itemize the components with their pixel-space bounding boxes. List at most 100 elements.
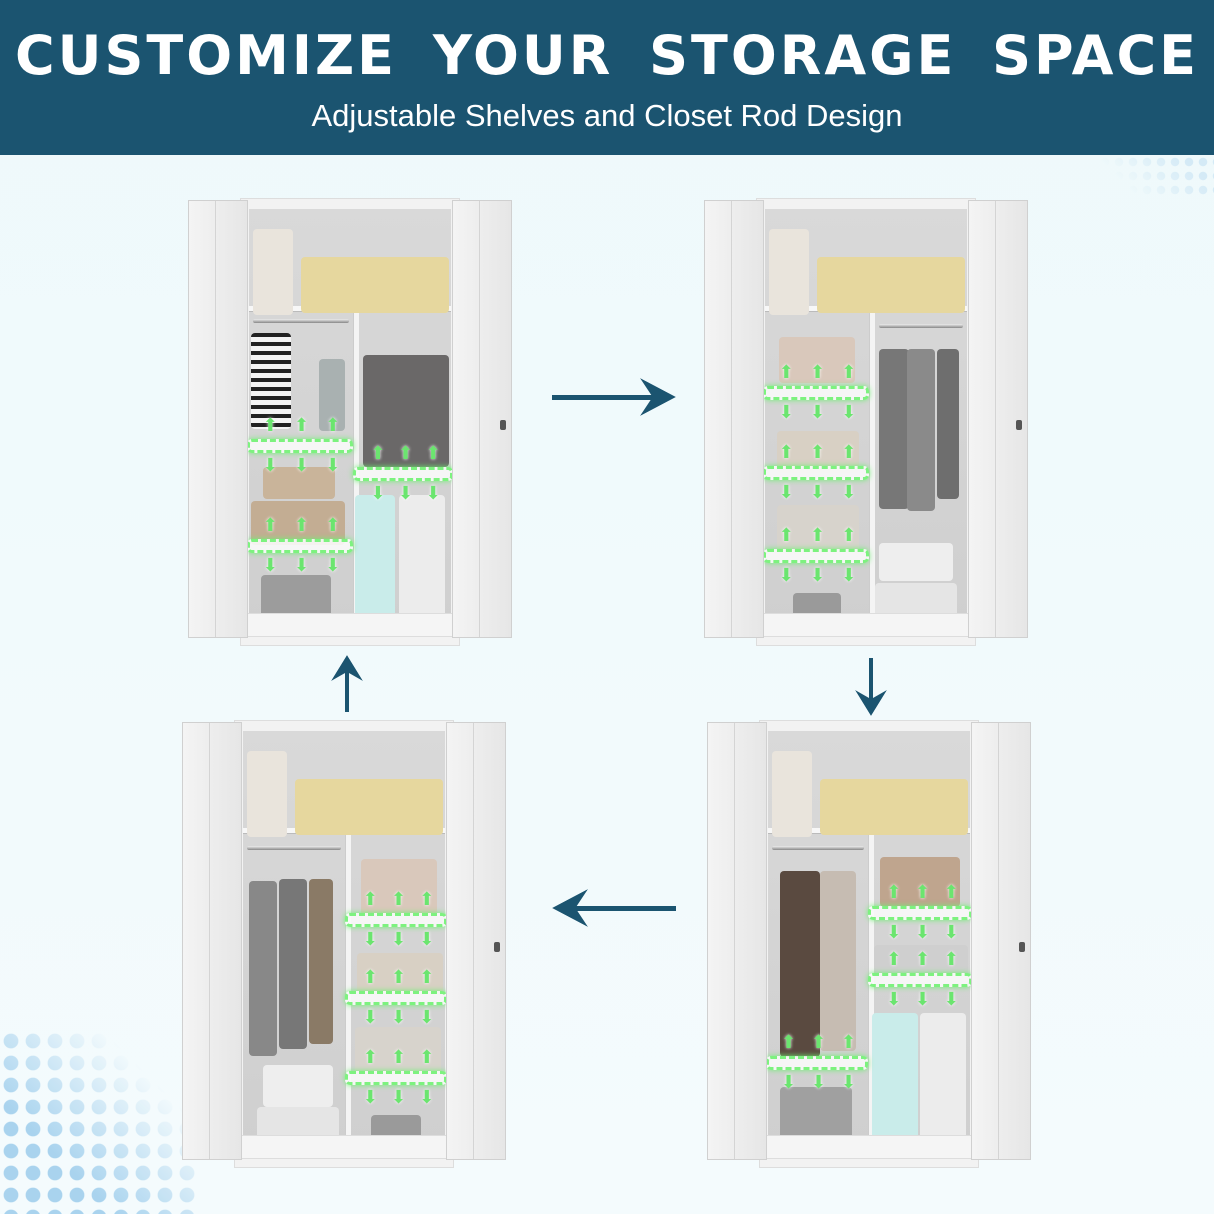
adjustable-shelf <box>766 1056 868 1070</box>
adjustable-shelf <box>353 467 453 481</box>
adjust-down-arrow-icon: ⬇ <box>841 482 857 503</box>
closet-rod <box>772 846 864 850</box>
adjust-down-arrow-icon: ⬇ <box>886 922 902 943</box>
cabinet-base <box>241 613 459 637</box>
adjust-down-arrow-icon: ⬇ <box>391 1087 407 1108</box>
adjust-up-arrow-icon: ⬆ <box>362 1047 378 1068</box>
adjust-up-arrow-icon: ⬆ <box>810 362 826 383</box>
adjust-up-arrow-icon: ⬆ <box>391 889 407 910</box>
adjust-down-arrow-icon: ⬇ <box>810 402 826 423</box>
cabinet-frame: ⬆⬆⬆⬇⬇⬇⬆⬆⬆⬇⬇⬇⬆⬆⬆⬇⬇⬇ <box>240 198 460 646</box>
adjustable-shelf <box>763 466 869 480</box>
suitcase-white-icon <box>920 1013 966 1151</box>
striped-towel-icon <box>251 333 291 429</box>
adjust-down-arrow-icon: ⬇ <box>325 555 341 576</box>
gift-box-icon <box>263 467 335 499</box>
adjust-up-arrow-icon: ⬆ <box>362 889 378 910</box>
adjust-up-arrow-icon: ⬆ <box>419 967 435 988</box>
folded-clothes-icon <box>779 337 855 383</box>
page-subtitle: Adjustable Shelves and Closet Rod Design <box>311 98 903 133</box>
laundry-basket-icon <box>363 355 449 467</box>
right-door <box>446 722 506 1160</box>
fabric-bin-icon <box>777 505 859 555</box>
bottle-icon <box>319 359 345 431</box>
adjust-down-arrow-icon: ⬇ <box>362 1087 378 1108</box>
adjust-down-arrow-icon: ⬇ <box>391 1007 407 1028</box>
adjustable-shelf <box>763 549 869 563</box>
plaid-shirt-icon <box>907 349 935 511</box>
closet-rod <box>247 846 341 850</box>
adjust-up-arrow-icon: ⬆ <box>915 882 931 903</box>
decorative-dots <box>1084 155 1214 195</box>
storage-box-icon <box>263 1065 333 1107</box>
handbag-icon <box>769 229 809 315</box>
adjustable-shelf <box>247 439 353 453</box>
cabinet-interior: ⬆⬆⬆⬇⬇⬇⬆⬆⬆⬇⬇⬇⬆⬆⬆⬇⬇⬇ <box>243 731 447 1153</box>
adjustable-shelf <box>763 386 869 400</box>
storage-box-icon <box>879 543 953 581</box>
adjustable-shelf <box>247 539 353 553</box>
adjust-up-arrow-icon: ⬆ <box>778 362 794 383</box>
right-door <box>971 722 1031 1160</box>
plaid-shirt-icon <box>309 879 333 1044</box>
beige-coat-icon <box>820 871 856 1051</box>
cabinet-interior: ⬆⬆⬆⬇⬇⬇⬆⬆⬆⬇⬇⬇⬆⬆⬆⬇⬇⬇ <box>766 731 972 1151</box>
fabric-bin-icon <box>355 1027 441 1077</box>
plaid-shirt-icon <box>879 349 909 509</box>
adjustable-shelf <box>868 906 972 920</box>
adjust-down-arrow-icon: ⬇ <box>262 455 278 476</box>
adjust-up-arrow-icon: ⬆ <box>294 415 310 436</box>
hat-icon <box>880 857 960 907</box>
left-door <box>188 200 248 638</box>
decorative-dots <box>0 1030 200 1214</box>
adjust-up-arrow-icon: ⬆ <box>262 515 278 536</box>
center-divider <box>869 312 875 623</box>
adjust-up-arrow-icon: ⬆ <box>886 882 902 903</box>
suitcase-mint-icon <box>872 1013 918 1151</box>
adjust-down-arrow-icon: ⬇ <box>943 922 959 943</box>
adjust-down-arrow-icon: ⬇ <box>294 555 310 576</box>
adjust-down-arrow-icon: ⬇ <box>391 929 407 950</box>
adjust-up-arrow-icon: ⬆ <box>419 889 435 910</box>
header-banner: CUSTOMIZE YOUR STORAGE SPACE Adjustable … <box>0 0 1214 155</box>
adjust-up-arrow-icon: ⬆ <box>841 1032 857 1053</box>
lock-icon <box>500 420 506 430</box>
adjust-down-arrow-icon: ⬇ <box>781 1072 797 1093</box>
adjustable-shelf <box>868 973 972 987</box>
adjust-up-arrow-icon: ⬆ <box>781 1032 797 1053</box>
fabric-bin-icon <box>357 953 443 995</box>
handbag-icon <box>253 229 293 315</box>
adjust-down-arrow-icon: ⬇ <box>419 1087 435 1108</box>
suitcase-yellow-icon <box>817 257 965 313</box>
adjust-up-arrow-icon: ⬆ <box>915 949 931 970</box>
adjust-up-arrow-icon: ⬆ <box>841 442 857 463</box>
adjust-down-arrow-icon: ⬇ <box>810 482 826 503</box>
adjust-down-arrow-icon: ⬇ <box>841 1072 857 1093</box>
adjust-up-arrow-icon: ⬆ <box>425 443 441 464</box>
adjust-down-arrow-icon: ⬇ <box>810 565 826 586</box>
adjust-down-arrow-icon: ⬇ <box>778 482 794 503</box>
plaid-shirt-icon <box>249 881 277 1056</box>
gift-box-large-icon <box>251 501 345 545</box>
adjust-up-arrow-icon: ⬆ <box>811 1032 827 1053</box>
adjust-down-arrow-icon: ⬇ <box>778 565 794 586</box>
adjust-up-arrow-icon: ⬆ <box>810 442 826 463</box>
adjust-down-arrow-icon: ⬇ <box>262 555 278 576</box>
cabinet-frame: ⬆⬆⬆⬇⬇⬇⬆⬆⬆⬇⬇⬇⬆⬆⬆⬇⬇⬇ <box>756 198 976 646</box>
adjust-down-arrow-icon: ⬇ <box>362 1007 378 1028</box>
handbag-icon <box>247 751 287 837</box>
lock-icon <box>494 942 500 952</box>
cabinet-2: ⬆⬆⬆⬇⬇⬇⬆⬆⬆⬇⬇⬇⬆⬆⬆⬇⬇⬇ <box>704 198 1028 646</box>
adjust-down-arrow-icon: ⬇ <box>419 929 435 950</box>
cabinet-interior: ⬆⬆⬆⬇⬇⬇⬆⬆⬆⬇⬇⬇⬆⬆⬆⬇⬇⬇ <box>763 209 967 629</box>
cabinet-3: ⬆⬆⬆⬇⬇⬇⬆⬆⬆⬇⬇⬇⬆⬆⬆⬇⬇⬇ <box>182 720 506 1168</box>
center-divider <box>868 834 874 1145</box>
suitcase-yellow-icon <box>295 779 443 835</box>
adjustable-shelf <box>345 1071 447 1085</box>
center-divider <box>345 834 351 1145</box>
page-title: CUSTOMIZE YOUR STORAGE SPACE <box>15 24 1199 87</box>
adjust-down-arrow-icon: ⬇ <box>886 989 902 1010</box>
cabinet-interior: ⬆⬆⬆⬇⬇⬇⬆⬆⬆⬇⬇⬇⬆⬆⬆⬇⬇⬇ <box>247 209 453 629</box>
adjust-up-arrow-icon: ⬆ <box>943 882 959 903</box>
adjust-up-arrow-icon: ⬆ <box>810 525 826 546</box>
